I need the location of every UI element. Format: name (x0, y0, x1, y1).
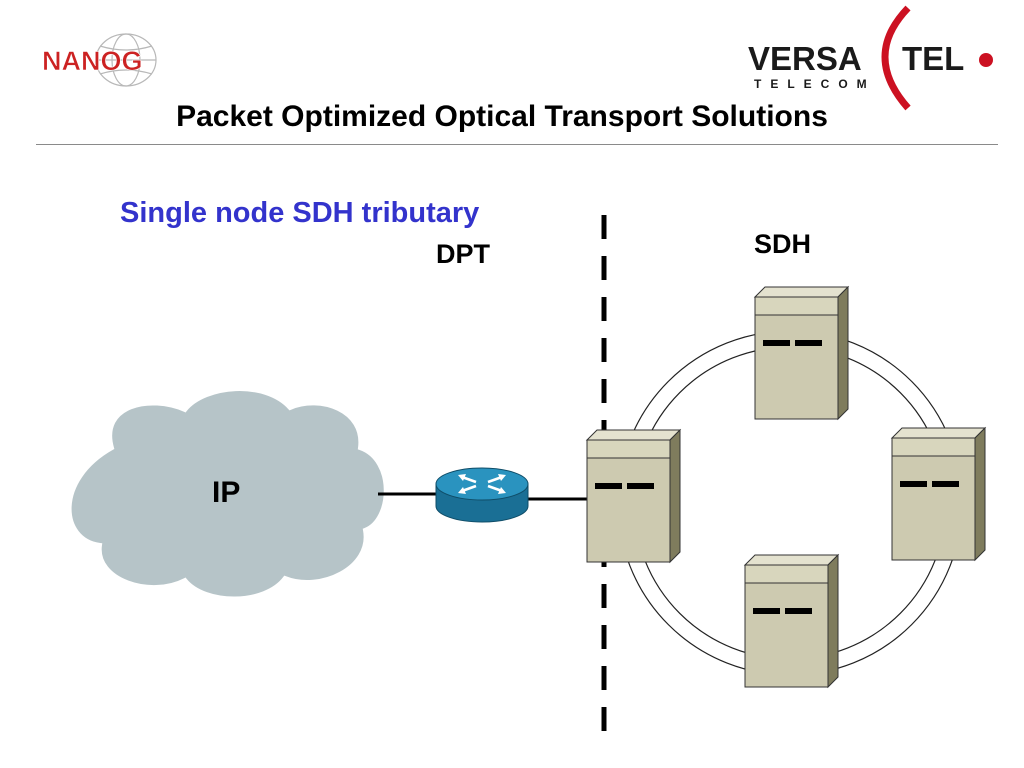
ip-cloud-label: IP (212, 476, 241, 509)
dpt-label: DPT (436, 239, 490, 269)
nanog-logo: NANOG (42, 33, 157, 87)
page-title: Packet Optimized Optical Transport Solut… (176, 100, 828, 133)
nanog-logo-text: NANOG (42, 46, 143, 76)
sdh-node-right (891, 427, 986, 561)
versatel-logo: VERSA TEL TELECOM (748, 5, 993, 111)
router-icon (435, 467, 529, 523)
versatel-tagline: TELECOM (754, 77, 876, 91)
versatel-arc-icon (881, 5, 911, 111)
slide-subtitle: Single node SDH tributary (120, 197, 480, 229)
sdh-node-bottom (744, 554, 839, 688)
versatel-word-versa: VERSA (748, 40, 862, 77)
versatel-dot-icon (979, 53, 993, 67)
versatel-word-tel: TEL (902, 40, 964, 77)
sdh-node-top (754, 286, 849, 420)
title-divider (36, 144, 998, 145)
ip-cloud (67, 387, 388, 601)
sdh-label: SDH (754, 229, 812, 259)
globe-icon (95, 33, 157, 87)
sdh-node-gateway (586, 429, 681, 563)
